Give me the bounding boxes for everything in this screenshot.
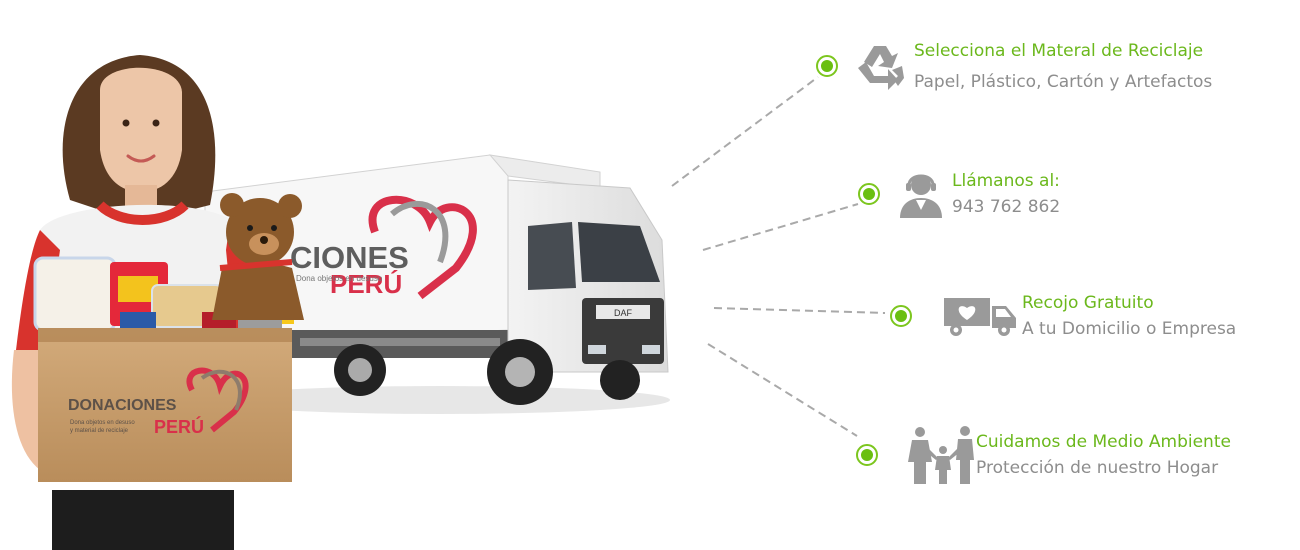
box-tagline-2: y material de reciclaje [70, 428, 129, 434]
headset-operator-icon [898, 170, 944, 218]
donation-items [33, 193, 304, 332]
feature-environment: Cuidamos de Medio Ambiente Protección de… [856, 426, 1231, 484]
feature-pickup: Recojo Gratuito A tu Domicilio o Empresa [890, 292, 1236, 340]
feature-title: Cuidamos de Medio Ambiente [976, 432, 1231, 452]
feature-title: Selecciona el Materal de Reciclaje [914, 40, 1204, 61]
feature-subtitle: A tu Domicilio o Empresa [1022, 319, 1237, 339]
feature-subtitle: Protección de nuestro Hogar [976, 458, 1219, 478]
feature-marker-dot [856, 444, 878, 466]
feature-title: Recojo Gratuito [1022, 293, 1154, 313]
truck-brand-text: CIONES [290, 240, 409, 275]
truck-heart-icon [944, 294, 1016, 338]
feature-subtitle: 943 762 862 [952, 197, 1061, 217]
feature-title: Llámanos al: [952, 171, 1060, 191]
feature-marker-dot [816, 55, 838, 77]
hero-illustration: DAF CIONES PERÚ Dona objetos en desuso [11, 55, 670, 550]
truck-brand-peru: PERÚ [330, 269, 402, 299]
box-tagline-1: Dona objetos en desuso [70, 420, 135, 426]
truck-brand-tagline: Dona objetos en desuso [296, 274, 383, 283]
recycle-icon [852, 38, 908, 94]
box-brand-text: DONACIONES [68, 397, 177, 414]
feature-recycle: Selecciona el Materal de Reciclaje Papel… [816, 38, 1212, 94]
feature-subtitle: Papel, Plástico, Cartón y Artefactos [914, 71, 1213, 92]
donation-box: DONACIONES PERÚ Dona objetos en desuso y… [38, 328, 292, 482]
truck-cab-badge: DAF [614, 308, 633, 318]
box-brand-peru: PERÚ [154, 416, 204, 437]
family-icon [908, 426, 978, 484]
feature-call: Llámanos al: 943 762 862 [858, 170, 1060, 218]
feature-marker-dot [890, 305, 912, 327]
feature-marker-dot [858, 183, 880, 205]
